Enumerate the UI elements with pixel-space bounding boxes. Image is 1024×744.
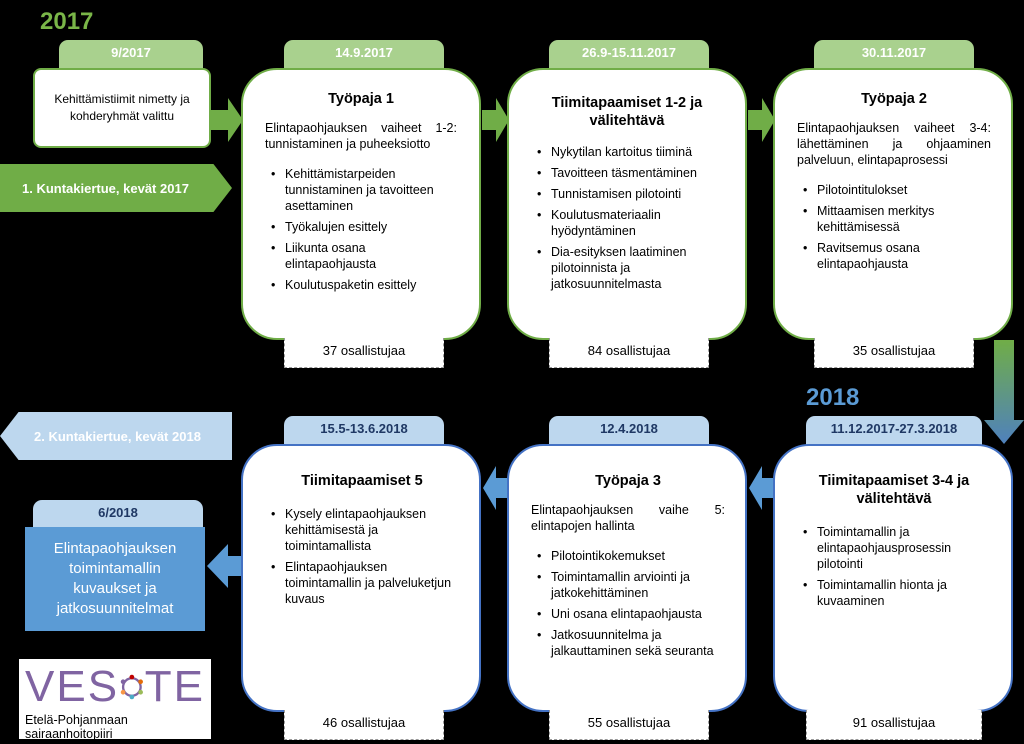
list-item: Ravitsemus osana elintapaohjausta: [803, 240, 991, 272]
stage-3-date-tab: 30.11.2017: [814, 40, 974, 72]
final-box: Elintapaohjauksen toimintamallin kuvauks…: [25, 527, 205, 631]
list-item: Nykytilan kartoitus tiiminä: [537, 144, 723, 160]
stage-4-title: Tiimitapaamiset 3-4 ja välitehtävä: [818, 473, 970, 507]
stage-4-list: Toimintamallin ja elintapaohjausprosessi…: [797, 524, 991, 609]
list-item: Elintapaohjauksen toimintamallin ja palv…: [271, 559, 459, 607]
tour-2018-label: 2. Kuntakiertue, kevät 2018: [34, 428, 201, 444]
logo-text-right: TE: [144, 662, 205, 711]
list-item: Toimintamallin arviointi ja jatkokehittä…: [537, 569, 725, 601]
list-item: Toimintamallin ja elintapaohjausprosessi…: [803, 524, 991, 572]
arrow-right-icon: [748, 98, 775, 142]
stage-1-card: Työpaja 1 Elintapaohjauksen vaiheet 1-2:…: [241, 68, 481, 340]
list-item: Toimintamallin hionta ja kuvaaminen: [803, 577, 991, 609]
tour-2017-label: 1. Kuntakiertue, kevät 2017: [22, 180, 189, 196]
list-item: Pilotointitulokset: [803, 182, 991, 198]
stage-3-description: Elintapaohjauksen vaiheet 3-4: lähettämi…: [797, 121, 991, 167]
stage-6-date-tab: 15.5-13.6.2018: [284, 416, 444, 448]
stage-1-participants: 37 osallistujaa: [284, 338, 444, 368]
stage-2-date-tab: 26.9-15.11.2017: [549, 40, 709, 72]
final-text: Elintapaohjauksen toimintamallin kuvauks…: [53, 540, 177, 617]
stage-6-title: Tiimitapaamiset 5: [301, 473, 423, 489]
stage-6-list: Kysely elintapaohjauksen kehittämisestä …: [265, 506, 459, 607]
stage-4-participants: 91 osallistujaa: [806, 710, 982, 740]
people-circle-icon: [120, 674, 144, 700]
stage-2-participants: 84 osallistujaa: [549, 338, 709, 368]
list-item: Kysely elintapaohjauksen kehittämisestä …: [271, 506, 459, 554]
tour-2017-arrow: 1. Kuntakiertue, kevät 2017: [0, 164, 232, 212]
arrow-right-icon: [482, 98, 509, 142]
list-item: Koulutusmateriaalin hyödyntäminen: [537, 207, 723, 239]
list-item: Koulutuspaketin esittely: [271, 277, 457, 293]
arrow-left-icon: [749, 466, 773, 510]
list-item: Kehittämistarpeiden tunnistaminen ja tav…: [271, 166, 457, 214]
intro-card: Kehittämistiimit nimetty ja kohderyhmät …: [33, 68, 211, 148]
list-item: Pilotointikokemukset: [537, 548, 725, 564]
year-2018-label: 2018: [806, 384, 860, 411]
list-item: Liikunta osana elintapaohjausta: [271, 240, 457, 272]
tour-2018-arrow: 2. Kuntakiertue, kevät 2018: [0, 412, 232, 460]
stage-3-card: Työpaja 2 Elintapaohjauksen vaiheet 3-4:…: [773, 68, 1013, 340]
list-item: Tunnistamisen pilotointi: [537, 186, 723, 202]
stage-1-description: Elintapaohjauksen vaiheet 1-2: tunnistam…: [265, 121, 457, 151]
stage-3-list: Pilotointitulokset Mittaamisen merkitys …: [797, 182, 991, 272]
intro-text: Kehittämistiimit nimetty ja kohderyhmät …: [54, 92, 190, 123]
list-item: Työkalujen esittely: [271, 219, 457, 235]
arrow-left-icon: [483, 466, 507, 510]
stage-2-list: Nykytilan kartoitus tiiminä Tavoitteen t…: [531, 144, 723, 292]
stage-4-date-tab: 11.12.2017-27.3.2018: [806, 416, 982, 448]
stage-5-description: Elintapaohjauksen vaihe 5: elintapojen h…: [531, 503, 725, 533]
stage-5-date-tab: 12.4.2018: [549, 416, 709, 448]
list-item: Jatkosuunnitelma ja jalkauttaminen sekä …: [537, 627, 725, 659]
arrow-down-icon: [984, 340, 1024, 444]
list-item: Dia-esityksen laatiminen pilotoinnista j…: [537, 244, 723, 292]
stage-5-list: Pilotointikokemukset Toimintamallin arvi…: [531, 548, 725, 659]
stage-3-title: Työpaja 2: [861, 91, 927, 107]
stage-2-card: Tiimitapaamiset 1-2 ja välitehtävä Nykyt…: [507, 68, 747, 340]
stage-2-title: Tiimitapaamiset 1-2 ja välitehtävä: [551, 95, 703, 129]
intro-date-tab: 9/2017: [59, 40, 203, 72]
stage-5-participants: 55 osallistujaa: [549, 710, 709, 740]
logo-subtitle: Etelä-Pohjanmaan sairaanhoitopiiri: [25, 713, 128, 741]
list-item: Tavoitteen täsmentäminen: [537, 165, 723, 181]
stage-6-participants: 46 osallistujaa: [284, 710, 444, 740]
logo-text-left: VES: [25, 662, 120, 711]
stage-6-card: Tiimitapaamiset 5 Kysely elintapaohjauks…: [241, 444, 481, 712]
final-date-tab: 6/2018: [33, 500, 203, 532]
stage-1-list: Kehittämistarpeiden tunnistaminen ja tav…: [265, 166, 457, 293]
stage-5-card: Työpaja 3 Elintapaohjauksen vaihe 5: eli…: [507, 444, 747, 712]
stage-5-title: Työpaja 3: [595, 473, 661, 489]
arrow-right-icon: [211, 98, 243, 142]
arrow-left-icon: [207, 544, 241, 588]
list-item: Mittaamisen merkitys kehittämisessä: [803, 203, 991, 235]
vesote-logo: VES TE Etelä-Pohjanmaan sairaanhoitopiir…: [19, 659, 211, 741]
stage-1-title: Työpaja 1: [328, 91, 394, 107]
stage-1-date-tab: 14.9.2017: [284, 40, 444, 72]
year-2017-label: 2017: [40, 8, 94, 35]
stage-3-participants: 35 osallistujaa: [814, 338, 974, 368]
list-item: Uni osana elintapaohjausta: [537, 606, 725, 622]
